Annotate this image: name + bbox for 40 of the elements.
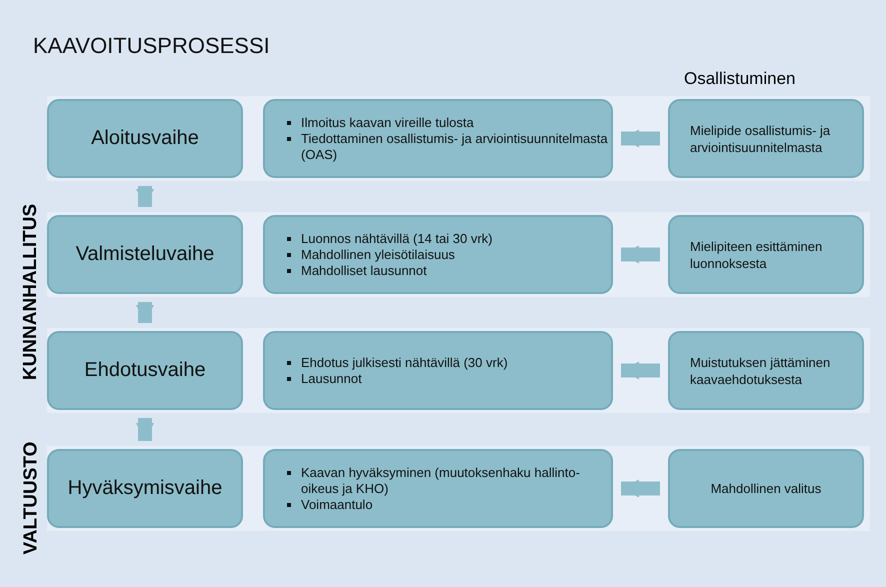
content-box (263, 331, 613, 410)
block-arrow (621, 362, 660, 380)
participation-box (668, 449, 864, 528)
bullet-item: Voimaantulo (287, 496, 611, 512)
participation-text: Mahdollinen valitus (710, 480, 822, 497)
phase-title: Aloitusvaihe (91, 127, 199, 150)
phase-box (47, 99, 243, 178)
phase-title: Hyväksymisvaihe (68, 477, 222, 500)
bullet-item: Ehdotus julkisesti nähtävillä (30 vrk) (287, 354, 611, 370)
block-arrow (136, 302, 154, 323)
participation-box (668, 215, 864, 294)
bullet-item: Tiedottaminen osallistumis- ja arviointisuunnitelmasta (OAS) (287, 130, 611, 162)
participation-text: Muistutuksen jättäminen kaavaehdotuksesta (690, 354, 832, 388)
phase-title: Ehdotusvaihe (84, 359, 206, 382)
phase-title: Valmisteluvaihe (76, 243, 214, 266)
participation-box (668, 99, 864, 178)
block-arrow (621, 246, 660, 264)
participation-box (668, 331, 864, 410)
bullet-item: Mahdolliset lausunnot (287, 262, 611, 278)
vertical-label: KUNNANHALLITUS (20, 204, 42, 380)
content-box (263, 449, 613, 528)
vertical-label: VALTUUSTO (20, 442, 42, 554)
bullet-item: Lausunnot (287, 370, 611, 386)
phase-box (47, 215, 243, 294)
bullet-item: Luonnos nähtävillä (14 tai 30 vrk) (287, 230, 611, 246)
phase-box (47, 449, 243, 528)
bullet-item: Mahdollinen yleisötilaisuus (287, 246, 611, 262)
block-arrow (136, 186, 154, 207)
participation-text: Mielipiteen esittäminen luonnoksesta (690, 238, 824, 272)
bullet-item: Ilmoitus kaavan vireille tulosta (287, 114, 611, 130)
content-box (263, 215, 613, 294)
bullet-item: Kaavan hyväksyminen (muutoksenhaku hallinto-oikeus ja KHO) (287, 464, 611, 496)
block-arrow (621, 480, 660, 498)
block-arrow (136, 418, 154, 441)
participation-text: Mielipide osallistumis- ja arviointisuunnitelmasta (690, 122, 832, 156)
content-box (263, 99, 613, 178)
diagram-title: KAAVOITUSPROSESSI (33, 33, 270, 59)
column-heading: Osallistuminen (684, 69, 796, 89)
phase-box (47, 331, 243, 410)
block-arrow (621, 130, 660, 148)
